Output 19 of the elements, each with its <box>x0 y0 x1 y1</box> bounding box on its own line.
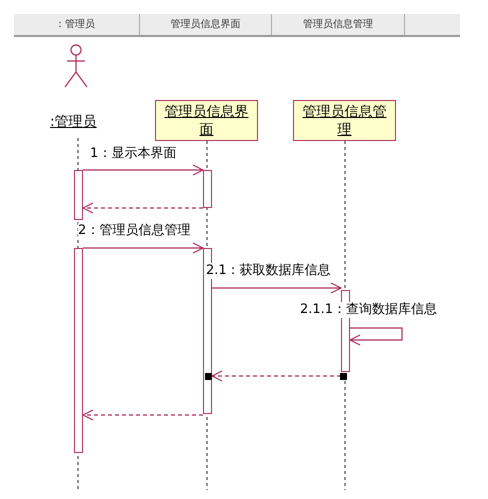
return-message-arrow <box>82 409 203 421</box>
actor-icon <box>62 44 90 88</box>
message-arrow <box>83 164 204 176</box>
activation-bar <box>74 248 83 453</box>
message-label: 2.1.1：查询数据库信息 <box>300 302 438 318</box>
return-message-arrow <box>211 370 341 382</box>
tab-label: 管理员信息界面 <box>140 14 272 35</box>
message-label: 1：显示本界面 <box>90 146 176 162</box>
self-message-arrow <box>349 327 403 346</box>
message-label: 2：管理员信息管理 <box>78 223 190 239</box>
activation-bar <box>74 170 83 220</box>
message-arrow <box>212 282 342 294</box>
activation-bar <box>203 170 212 208</box>
actor-label: :管理员 <box>50 113 97 132</box>
message-label: 2.1：获取数据库信息 <box>206 263 331 279</box>
message-arrow <box>83 242 204 254</box>
tab-label: 管理员信息管理 <box>272 14 405 35</box>
return-message-arrow <box>82 202 203 214</box>
tab-label: : 管理员 <box>14 14 140 35</box>
